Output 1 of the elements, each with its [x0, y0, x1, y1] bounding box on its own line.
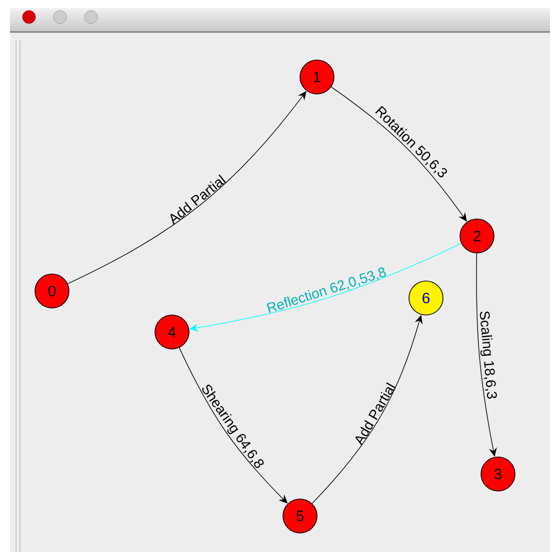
- edge-label: Scaling 18,6,3: [480, 312, 497, 399]
